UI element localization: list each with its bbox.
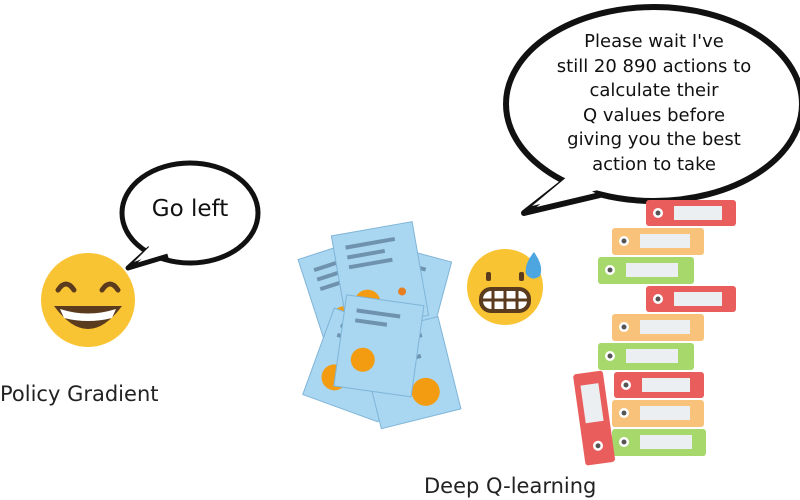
binder bbox=[646, 286, 736, 312]
policy-gradient-label: Policy Gradient bbox=[0, 382, 159, 406]
dqn-speech-line: action to take bbox=[592, 153, 716, 175]
policy-speech-text: Go left bbox=[151, 196, 229, 222]
binder bbox=[612, 400, 704, 427]
binder bbox=[598, 257, 694, 284]
policy-speech-bubble bbox=[119, 160, 261, 271]
binder bbox=[598, 343, 694, 370]
binder-leaning bbox=[573, 370, 615, 466]
document-pile-icon bbox=[297, 221, 462, 430]
grinning-face-icon bbox=[41, 253, 135, 347]
dqn-speech-line: giving you the best bbox=[567, 129, 741, 150]
binder bbox=[614, 372, 704, 398]
dqn-speech-line: Q values before bbox=[582, 104, 726, 126]
binder bbox=[612, 228, 704, 255]
binder-stack-icon bbox=[573, 200, 736, 466]
deep-q-learning-label: Deep Q-learning bbox=[424, 474, 597, 498]
binder bbox=[646, 200, 736, 226]
binder bbox=[612, 314, 704, 341]
binder bbox=[612, 429, 706, 456]
dqn-speech-text: Please wait I've still 20 890 actions to… bbox=[528, 30, 780, 177]
dqn-speech-line: still 20 890 actions to bbox=[556, 55, 752, 77]
dqn-speech-line: Please wait I've bbox=[584, 31, 724, 52]
dqn-speech-line: calculate their bbox=[589, 80, 719, 101]
grimacing-sweat-face-icon bbox=[467, 249, 543, 325]
